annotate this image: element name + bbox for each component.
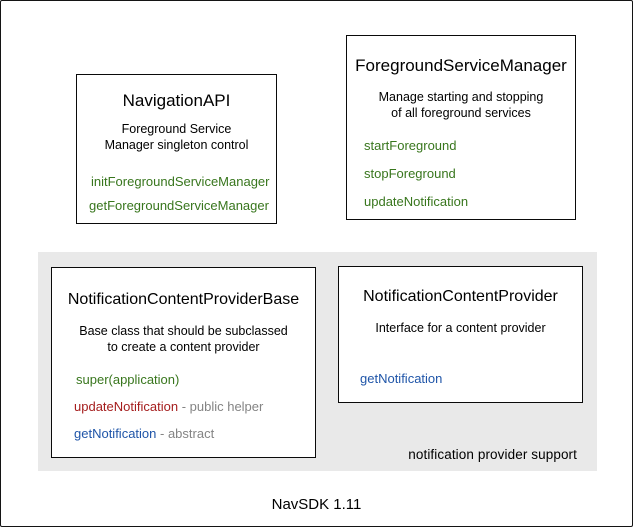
sdk-version-label: NavSDK 1.11: [271, 496, 362, 513]
notification-content-provider-base-box: NotificationContentProviderBase Base cla…: [51, 267, 316, 458]
notification-content-provider-box: NotificationContentProvider Interface fo…: [338, 266, 583, 403]
description-line: Interface for a content provider: [375, 321, 546, 335]
notification-content-provider-base-description: Base class that should be subclassed to …: [52, 323, 315, 355]
method-name: getForegroundServiceManager: [89, 198, 269, 213]
notification-content-provider-description: Interface for a content provider: [339, 320, 582, 336]
method-name: stopForeground: [364, 166, 456, 181]
method-annotation: - public helper: [178, 399, 264, 414]
method-stop-foreground: stopForeground: [364, 166, 456, 181]
description-line: Base class that should be subclassed: [79, 324, 288, 338]
method-get-foreground-service-manager: getForegroundServiceManager: [89, 198, 269, 213]
navigation-api-description: Foreground Service Manager singleton con…: [77, 121, 276, 153]
method-start-foreground: startForeground: [364, 138, 457, 153]
method-name: getNotification: [74, 426, 157, 441]
description-line: Manage starting and stopping: [378, 90, 544, 104]
method-get-notification: getNotification: [360, 371, 442, 386]
method-init-foreground-service-manager: initForegroundServiceManager: [91, 174, 269, 189]
method-name: initForegroundServiceManager: [91, 174, 270, 189]
navigation-api-box: NavigationAPI Foreground Service Manager…: [76, 74, 277, 224]
description-line: of all foreground services: [391, 106, 531, 120]
description-line: to create a content provider: [107, 340, 260, 354]
description-line: Manager singleton control: [104, 138, 249, 152]
foreground-service-manager-title: ForegroundServiceManager: [355, 56, 567, 75]
method-name: startForeground: [364, 138, 457, 153]
method-super-application: super(application): [76, 372, 179, 387]
method-update-notification: updateNotification - public helper: [74, 399, 263, 414]
navigation-api-title: NavigationAPI: [122, 91, 231, 110]
method-name: getNotification: [360, 371, 443, 386]
method-name: super(application): [76, 372, 180, 387]
foreground-service-manager-box: ForegroundServiceManager Manage starting…: [346, 35, 576, 220]
notification-content-provider-title: NotificationContentProvider: [363, 288, 558, 305]
method-update-notification: updateNotification: [364, 194, 468, 209]
description-line: Foreground Service: [121, 122, 232, 136]
notification-content-provider-base-title: NotificationContentProviderBase: [67, 291, 300, 308]
method-get-notification: getNotification - abstract: [74, 426, 214, 441]
method-name: updateNotification: [74, 399, 179, 414]
method-name: updateNotification: [364, 194, 469, 209]
notification-support-region-label: notification provider support: [408, 447, 577, 462]
foreground-service-manager-description: Manage starting and stopping of all fore…: [347, 89, 575, 121]
method-annotation: - abstract: [156, 426, 215, 441]
